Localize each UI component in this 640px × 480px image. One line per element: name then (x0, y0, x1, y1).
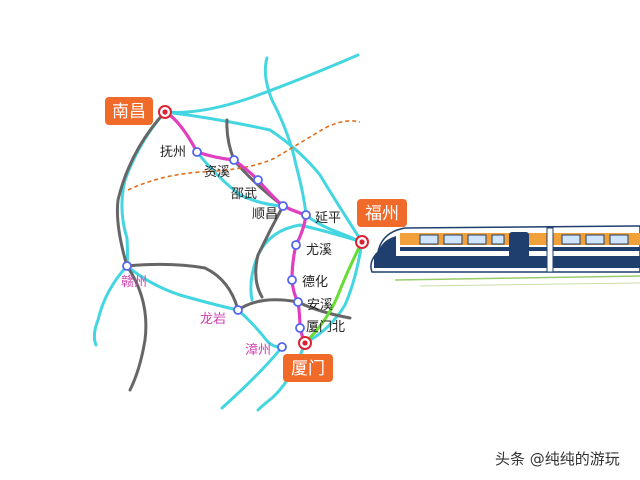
nanchang-label-box (105, 97, 153, 125)
station-dehua-label: 德化 (302, 275, 328, 290)
rail-line (220, 345, 284, 410)
station-zhangzhou-label: 漳州 (245, 342, 271, 358)
rail-line (303, 240, 364, 345)
station-zhangzhou-marker (277, 342, 287, 352)
station-xiamenbei-label: 厦门北 (306, 320, 345, 335)
fuzhou-label-box (357, 199, 407, 227)
rail-line (125, 264, 240, 312)
rail-line (125, 262, 240, 312)
station-longyan-label: 龙岩 (200, 312, 226, 327)
planned-line-dashed (127, 120, 361, 191)
station-yanping-marker (301, 210, 311, 220)
station-youxi-marker (291, 240, 301, 250)
station-ganzhou-label: 赣州 (121, 275, 147, 290)
rail-line (92, 264, 129, 347)
hub-xiamen-marker (298, 336, 312, 350)
track-line (419, 282, 640, 287)
nanchang-label: 南昌 (112, 102, 146, 122)
station-shunchang-marker (278, 201, 288, 211)
xiamen-label-box (283, 354, 333, 382)
hub-nanchang-marker (158, 105, 172, 119)
xiamen-label: 厦门 (291, 359, 325, 379)
rail-line (254, 204, 285, 299)
station-xiamenbei-marker (295, 323, 305, 333)
station-yanping-label: 延平 (315, 211, 341, 226)
station-fuzhou-jx-marker (192, 147, 202, 157)
rail-line (249, 223, 364, 302)
station-labels: 抚州 资溪 邵武 顺昌 延平 尤溪 德化 安溪 厦门北 赣州 龙岩 漳州 (121, 145, 345, 358)
hub-markers (158, 105, 369, 350)
watermark: 头条 @纯纯的游玩 (495, 450, 620, 468)
station-markers (122, 147, 311, 352)
station-anxi-label: 安溪 (307, 298, 333, 313)
rail-line (125, 264, 148, 392)
station-ganzhou-marker (122, 261, 132, 271)
train-illustration (370, 225, 640, 287)
rail-line-green (303, 240, 364, 345)
rail-line (263, 56, 308, 217)
station-fuzhou-jx-label: 抚州 (160, 145, 186, 160)
hub-fuzhou-marker (355, 235, 369, 249)
station-shunchang-label: 顺昌 (252, 207, 278, 222)
train-body (370, 225, 640, 273)
rail-line (115, 110, 167, 268)
track-line (394, 275, 640, 281)
station-shaowu-label: 邵武 (231, 187, 257, 202)
station-zixi-marker (229, 155, 239, 165)
station-youxi-label: 尤溪 (306, 243, 332, 258)
station-shaowu-marker (253, 175, 263, 185)
rail-line (163, 110, 364, 244)
station-dehua-marker (287, 275, 297, 285)
rail-line (236, 298, 300, 312)
rail-line (195, 150, 285, 208)
major-city-labels: 南昌 福州 厦门 (105, 97, 407, 382)
rail-lines-grey (115, 110, 352, 392)
rail-line (236, 308, 284, 349)
station-zixi-label: 资溪 (204, 165, 230, 180)
fuzhou-label: 福州 (365, 204, 399, 224)
station-anxi-marker (293, 297, 303, 307)
station-longyan-marker (233, 305, 243, 315)
rail-line (163, 53, 360, 114)
